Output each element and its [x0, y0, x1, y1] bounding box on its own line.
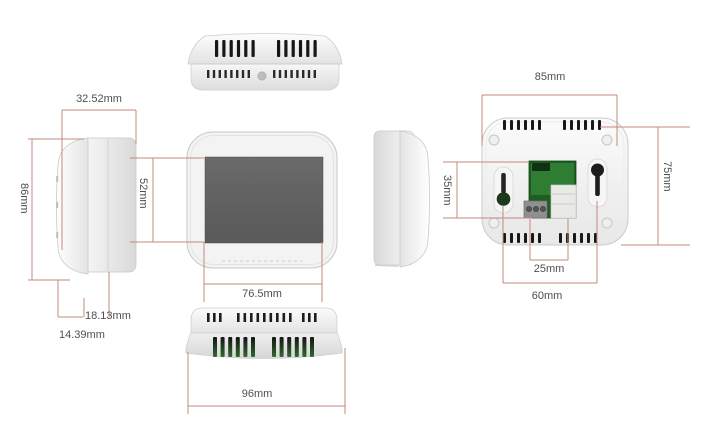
dim-label-side-height: 86mm — [18, 183, 30, 214]
front-view — [186, 131, 338, 269]
top-band-vent-slots — [207, 70, 316, 78]
display-screen — [204, 156, 324, 244]
back-view — [481, 117, 629, 246]
dim-lines-bottom-width — [187, 348, 346, 414]
dim-label-back-width: 85mm — [534, 71, 566, 83]
back-inner-outline — [485, 121, 625, 242]
dim-lines-side-depth — [61, 109, 137, 250]
dim-lines-side-height — [28, 138, 84, 281]
front-inner-outline — [190, 135, 334, 265]
back-bottom-vent-slots — [503, 233, 597, 243]
keyhole-left — [493, 166, 514, 214]
dim-lines-back-width — [481, 94, 618, 146]
dim-label-screen-width: 76.5mm — [242, 288, 282, 300]
dim-label-bottom-width: 96mm — [241, 388, 273, 400]
side-front-bulge — [56, 137, 89, 275]
top-vent-slots — [215, 40, 317, 57]
keyhole-right — [587, 158, 608, 208]
right-side-view — [373, 130, 430, 268]
top-view — [187, 33, 343, 91]
dim-lines-side-depth-split — [57, 272, 110, 318]
dim-label-hole-spacing: 60mm — [531, 290, 563, 302]
bottom-band-vent-slots — [207, 313, 317, 322]
dim-lines-screen-height — [130, 157, 204, 243]
dim-lines-terminal-width — [529, 219, 569, 261]
bottom-flare-vent-slots — [213, 337, 314, 357]
top-sensor-button — [257, 71, 267, 81]
dim-label-side-depth-front: 14.39mm — [59, 329, 105, 341]
bottom-view — [185, 307, 343, 359]
dim-lines-back-height — [600, 126, 690, 246]
side-edge-notches — [56, 176, 59, 238]
terminal-block — [550, 184, 577, 219]
left-side-view — [56, 137, 137, 275]
wiring-opening-pcb — [523, 160, 577, 219]
corner-screws — [488, 134, 613, 229]
dim-lines-opening-height — [443, 161, 532, 219]
top-view-flared-shell — [187, 33, 343, 65]
dim-label-screen-height: 52mm — [137, 178, 149, 209]
dim-label-side-depth: 32.52mm — [76, 93, 122, 105]
dim-label-opening-height: 35mm — [441, 175, 453, 206]
dim-label-back-height: 75mm — [661, 161, 673, 192]
dim-label-terminal-width: 25mm — [533, 263, 565, 275]
side-front-bulge — [399, 130, 430, 268]
dim-lines-screen-width — [203, 242, 323, 302]
dim-label-side-depth-rear: 18.13mm — [85, 310, 131, 322]
dim-lines-hole-spacing — [502, 201, 598, 284]
